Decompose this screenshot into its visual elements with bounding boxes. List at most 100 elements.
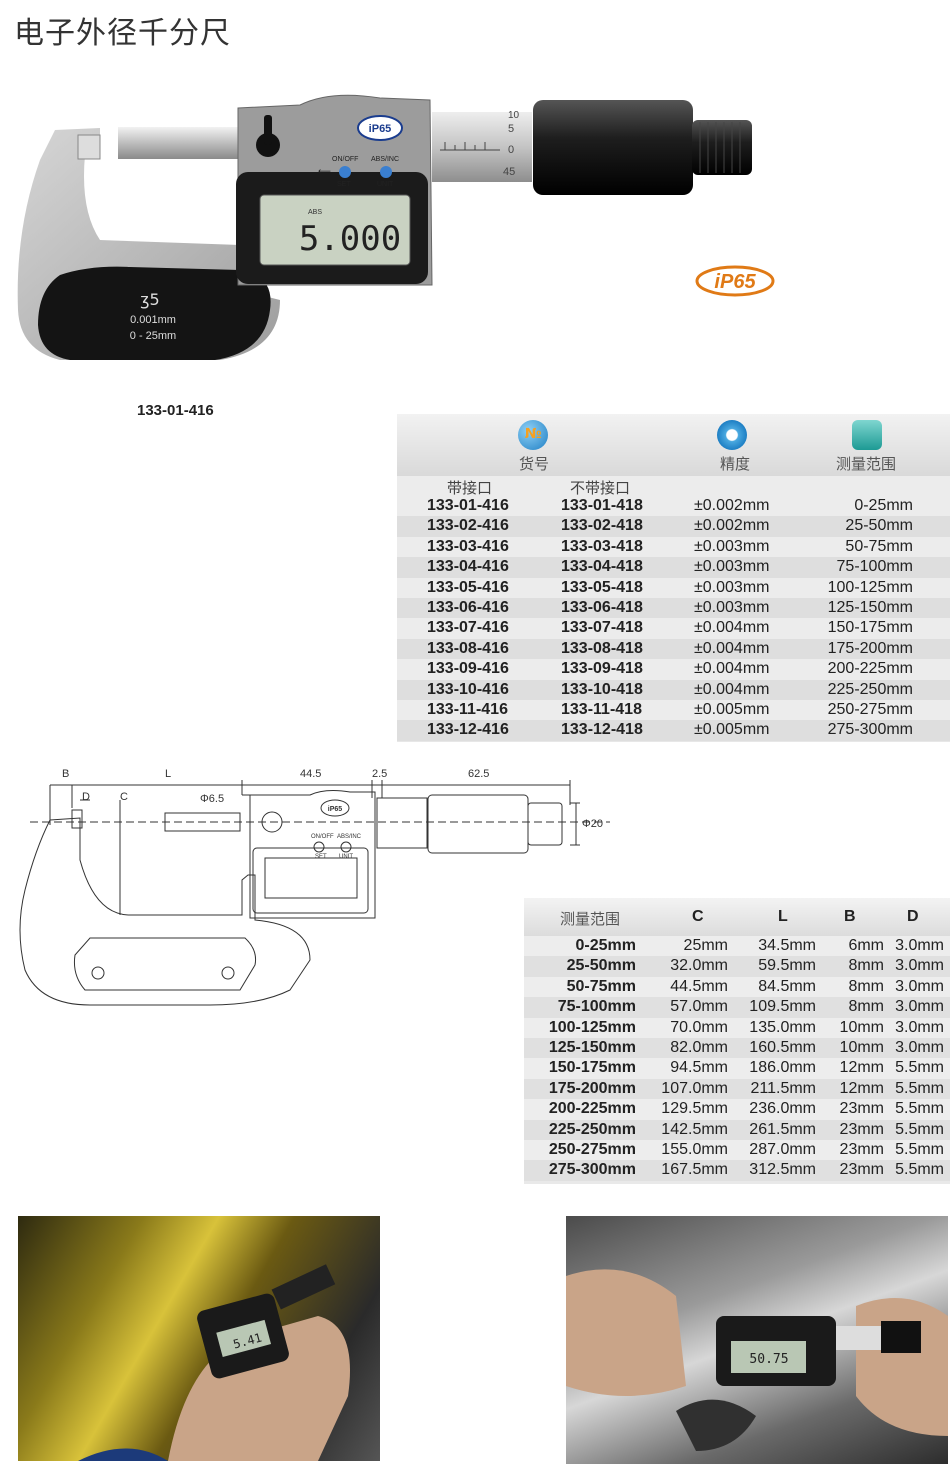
- abs-inc-label: ABS/INC: [371, 156, 399, 163]
- frame-resolution: 0.001mm: [130, 314, 176, 326]
- header-b: B: [844, 908, 856, 925]
- drawing-set-label: SET: [315, 854, 327, 860]
- on-off-label: ON/OFF: [332, 156, 358, 163]
- drawing-on-off-label: ON/OFF: [311, 834, 334, 840]
- subheader-without-port: 不带接口: [570, 479, 631, 497]
- ratchet-knurl: [699, 122, 741, 173]
- lcd-screen: [259, 194, 411, 266]
- ratchet: [692, 120, 752, 175]
- dim-label-phi20: Φ20: [582, 818, 603, 830]
- spec-table-subheader: 带接口 不带接口: [397, 476, 950, 497]
- drawing-ip-badge: [320, 799, 350, 817]
- lcd-mode: ABS: [308, 209, 322, 216]
- dim-label-2-5: 2.5: [372, 768, 387, 780]
- range-icon: [852, 420, 882, 450]
- drawing-abs-inc-label: ABS/INC: [337, 834, 362, 840]
- ip65-logo: iP65: [695, 265, 775, 297]
- photo-in-use-right: 50.75: [566, 1216, 948, 1464]
- header-range: 测量范围: [560, 910, 621, 928]
- on-off-button: [339, 166, 351, 178]
- photo-thimble: [836, 1326, 881, 1350]
- drawing-screw-left: [91, 966, 105, 980]
- ip65-logo-text: iP65: [714, 271, 756, 293]
- photo-grip: [881, 1321, 921, 1353]
- photo-in-use-left: 5.41: [18, 1216, 380, 1461]
- hand-right-shape: [856, 1298, 948, 1436]
- technical-drawing: B D C L Φ6.5 44.5 2.5 62.5 Φ20 ON/OFF SE…: [19, 768, 610, 1006]
- drawing-screw-right: [221, 966, 235, 980]
- thimble: [432, 112, 532, 182]
- dim-label-d: D: [82, 791, 90, 803]
- accuracy-icon: [717, 420, 747, 450]
- page-title: 电子外径千分尺: [14, 16, 231, 51]
- micrometer-product-image: ʒ5 0.001mm 0 - 25mm ABS 5.000 ON/OFF SET…: [17, 94, 752, 360]
- photo-lcd: [731, 1341, 806, 1373]
- photo-star-knob: [676, 1399, 756, 1451]
- header-range: 测量范围: [836, 455, 897, 473]
- header-accuracy: 精度: [720, 455, 751, 473]
- lock-lever: [264, 115, 272, 145]
- dim-label-b: B: [62, 768, 69, 780]
- header-c: C: [692, 908, 704, 925]
- drawing-anvil: [71, 809, 83, 829]
- photo-lcd-value: 50.75: [749, 1352, 788, 1367]
- drawing-unit-label: UNIT: [339, 854, 353, 860]
- thimble-scale: [440, 142, 500, 151]
- set-label: SET: [337, 181, 351, 188]
- unit-label: UNIT: [377, 181, 394, 188]
- dim-label-44-5: 44.5: [300, 768, 321, 780]
- thimble-mark-10: 10: [508, 110, 520, 121]
- ip65-badge-text: iP65: [369, 123, 392, 135]
- dimension-table-header: 测量范围 C L B D: [524, 898, 950, 936]
- thimble-mark-5: 5: [508, 123, 514, 135]
- drawing-ratchet: [527, 802, 563, 846]
- drawing-thimble: [376, 797, 428, 849]
- header-l: L: [778, 908, 788, 925]
- lcd-value: 5.000: [299, 219, 401, 259]
- drawing-badge-text: iP65: [328, 806, 343, 813]
- drawing-bezel: [252, 847, 369, 914]
- dim-label-c: C: [120, 791, 128, 803]
- anvil: [77, 134, 101, 160]
- model-caption: 133-01-416: [137, 402, 214, 419]
- header-d: D: [907, 908, 919, 925]
- drawing-lcd: [264, 857, 358, 899]
- hand-left-shape: [566, 1269, 686, 1396]
- drawing-button-abs-inc: [340, 841, 352, 853]
- header-no: 货号: [519, 455, 550, 473]
- abs-inc-button: [380, 166, 392, 178]
- sleeve-shape: [78, 1448, 168, 1461]
- drawing-plate: [74, 937, 256, 991]
- hand-shape: [168, 1316, 350, 1461]
- photo-grip: [271, 1264, 336, 1310]
- thimble-mark-45: 45: [503, 166, 515, 178]
- thimble-grip: [533, 100, 693, 195]
- frame-plate: [38, 266, 271, 360]
- brand-logo: ʒ5: [140, 290, 159, 309]
- spindle: [118, 127, 238, 159]
- drawing-button-on-off: [313, 841, 325, 853]
- frame-range: 0 - 25mm: [130, 330, 176, 342]
- drawing-frame: [19, 817, 311, 1006]
- subheader-with-port: 带接口: [447, 479, 493, 497]
- drawing-grip: [427, 794, 529, 854]
- dim-label-62-5: 62.5: [468, 768, 489, 780]
